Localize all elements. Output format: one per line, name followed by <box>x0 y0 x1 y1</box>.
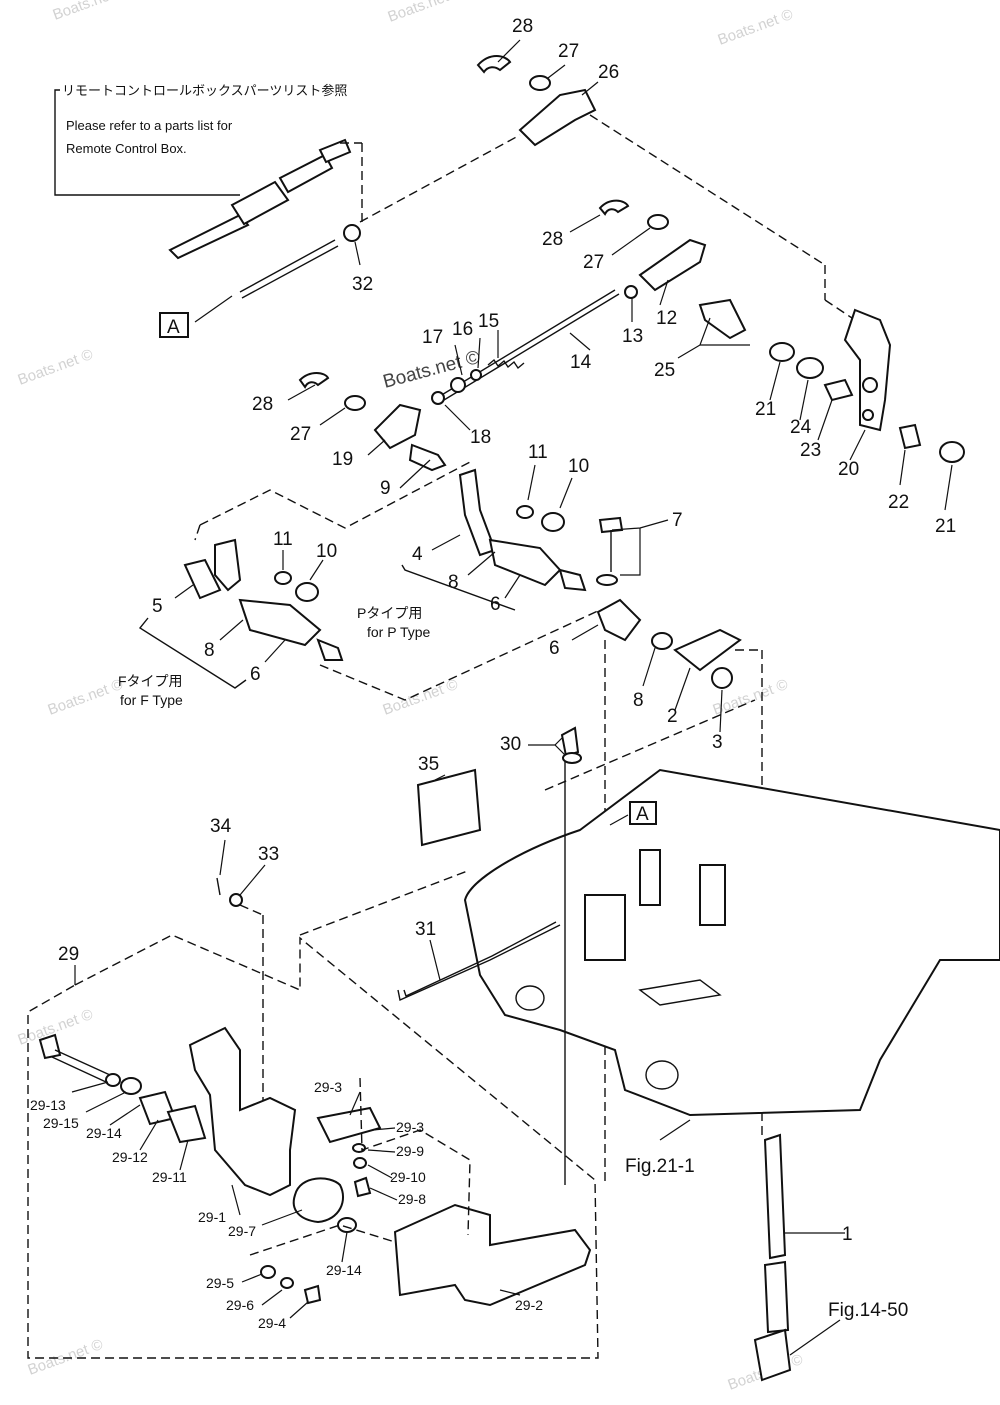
part-label: 27 <box>583 252 604 273</box>
f-type-jp: Fタイプ用 <box>118 673 183 689</box>
lever-arm-assembly <box>698 298 965 463</box>
rod-31 <box>397 924 561 1001</box>
part-label: 6 <box>250 664 261 685</box>
ref-a-bottom: A <box>609 801 657 826</box>
part-label: 29-13 <box>30 1097 66 1113</box>
part-label: 27 <box>290 424 311 445</box>
fig-ref-14-50: Fig.14-50 <box>828 1300 908 1321</box>
bracket-assembly-29 <box>38 1026 592 1307</box>
part-label: 29-2 <box>515 1297 543 1313</box>
part-label: 7 <box>672 510 683 531</box>
part-label: 34 <box>210 816 232 837</box>
note-japanese: リモートコントロールボックスパーツリスト参照 <box>62 83 347 98</box>
part-label: 21 <box>755 399 776 420</box>
throttle-rod-assembly <box>298 199 707 472</box>
ref-a-top: A <box>159 312 189 338</box>
part-label: 31 <box>415 919 436 940</box>
remote-cable <box>168 134 521 299</box>
part-label: 13 <box>622 326 643 347</box>
part-label: 8 <box>633 690 644 711</box>
part-label: 33 <box>258 844 279 865</box>
part-label: 5 <box>152 596 163 617</box>
part-label: 11 <box>528 442 548 463</box>
part-label: 29-14 <box>326 1262 362 1278</box>
watermark: Boats.net © <box>46 676 126 719</box>
part-label: 29-7 <box>228 1223 256 1239</box>
fig-ref-21-1: Fig.21-1 <box>625 1156 695 1177</box>
shift-lever-assembly <box>183 468 742 689</box>
part-label: 6 <box>549 638 560 659</box>
watermark: Boats.net © <box>381 676 461 719</box>
part-label: 15 <box>478 311 499 332</box>
watermark: Boats.net © <box>716 6 796 49</box>
part-label: 29-4 <box>258 1315 286 1331</box>
part-label: 18 <box>470 427 491 448</box>
part-label: 9 <box>380 478 391 499</box>
part-label: 28 <box>512 16 533 37</box>
part-label: 29 <box>58 944 79 965</box>
part-label: 25 <box>654 360 675 381</box>
part-label: 11 <box>273 529 293 550</box>
part-label: 29-5 <box>206 1275 234 1291</box>
part-label: 28 <box>542 229 563 250</box>
part-label: 28 <box>252 394 273 415</box>
part-label: 4 <box>412 544 423 565</box>
part-label: 8 <box>204 640 215 661</box>
part-label: 23 <box>800 440 821 461</box>
part-label: 12 <box>656 308 677 329</box>
part-label: 10 <box>568 456 589 477</box>
part-label: 2 <box>667 706 678 727</box>
watermark: Boats.net © <box>16 346 96 389</box>
part-label: 29-9 <box>396 1143 424 1159</box>
ref-a-label: A <box>636 804 649 825</box>
part-label: 29-15 <box>43 1115 79 1131</box>
part-label: 6 <box>490 594 501 615</box>
part-label: 30 <box>500 734 521 755</box>
remote-control-note: リモートコントロールボックスパーツリスト参照 Please refer to a… <box>54 83 347 196</box>
part-label: 19 <box>332 449 353 470</box>
label-plate <box>416 768 482 847</box>
part-label: 22 <box>888 492 909 513</box>
part-label: 29-8 <box>398 1191 426 1207</box>
watermark: Boats.net © <box>386 0 466 26</box>
part-label: 14 <box>570 352 592 373</box>
part-label: 29-14 <box>86 1125 122 1141</box>
part-label: 8 <box>448 572 459 593</box>
part-label: 35 <box>418 754 439 775</box>
p-type-en: for P Type <box>367 624 431 640</box>
part-label: 29-1 <box>198 1209 226 1225</box>
p-type-jp: Pタイプ用 <box>357 605 422 621</box>
rod-1 <box>753 1133 792 1382</box>
part-label: 20 <box>838 459 859 480</box>
top-clip-assembly <box>476 55 856 321</box>
part-label: 32 <box>352 274 373 295</box>
part-label: 27 <box>558 41 579 62</box>
pin-34 <box>216 877 221 896</box>
type-outline <box>199 461 471 529</box>
part-label: 17 <box>422 327 443 348</box>
part-label: 16 <box>452 319 473 340</box>
part-label: 10 <box>316 541 337 562</box>
part-label: 1 <box>842 1224 853 1245</box>
part-label: 21 <box>935 516 956 537</box>
part-label: 29-10 <box>390 1169 426 1185</box>
part-label: 29-3 <box>314 1079 342 1095</box>
part-label: 29-11 <box>152 1169 187 1185</box>
watermark: Boats.net © <box>51 0 131 24</box>
engine-block <box>299 699 1000 1185</box>
part-label: 26 <box>598 62 619 83</box>
part-label: 3 <box>712 732 723 753</box>
note-line-1: Please refer to a parts list for <box>66 118 233 133</box>
part-labels: 28 27 26 32 28 27 12 13 14 17 16 15 25 2… <box>30 16 956 1331</box>
ref-a-label: A <box>167 317 180 338</box>
part-label: 29-3 <box>396 1119 424 1135</box>
part-label: 24 <box>790 417 812 438</box>
f-type-en: for F Type <box>120 692 183 708</box>
assembly-29-outline <box>27 934 599 1359</box>
part-label: 29-6 <box>226 1297 254 1313</box>
part-label: 29-12 <box>112 1149 148 1165</box>
leader-lines <box>71 39 953 1356</box>
note-line-2: Remote Control Box. <box>66 141 187 156</box>
